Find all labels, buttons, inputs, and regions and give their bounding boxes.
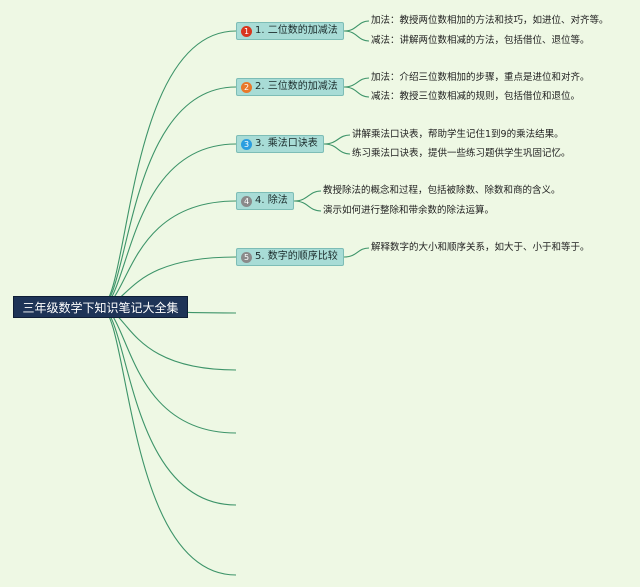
sub-line-1-2 [343,30,370,42]
topic-label: 2. 三位数的加减法 [255,81,338,92]
subtopic-1-1[interactable]: 加法：教授两位数相加的方法和技巧，如进位、对齐等。 [371,15,609,26]
branch-line-1 [99,30,237,308]
subtopic-5-1[interactable]: 解释数字的大小和顺序关系，如大于、小于和等于。 [371,242,590,253]
sub-line-3-1 [323,134,351,145]
sub-line-1-1 [343,20,370,32]
topic-1[interactable]: 1 1. 二位数的加减法 [236,22,344,40]
subtopic-4-1[interactable]: 教授除法的概念和过程，包括被除数、除数和商的含义。 [323,185,561,196]
sub-line-2-2 [343,86,370,98]
topic-number-icon: 5 [241,251,252,263]
branch-line-9 [99,306,237,506]
topic-4[interactable]: 4 4. 除法 [236,192,294,210]
sub-line-2-1 [343,77,370,88]
branch-line-3 [99,143,237,308]
branch-line-8 [99,306,237,434]
topic-number-icon: 1 [241,25,252,37]
subtopic-3-2[interactable]: 练习乘法口诀表，提供一些练习题供学生巩固记忆。 [352,148,571,159]
topic-2[interactable]: 2 2. 三位数的加减法 [236,78,344,96]
sub-line-5-1 [343,247,370,258]
sub-line-3-2 [323,143,351,155]
sub-line-4-2 [293,200,322,212]
sub-line-4-1 [293,190,322,202]
topic-label: 3. 乘法口诀表 [255,138,318,149]
topic-label: 1. 二位数的加减法 [255,25,338,36]
subtopic-4-2[interactable]: 演示如何进行整除和带余数的除法运算。 [323,205,495,216]
topic-5[interactable]: 5 5. 数字的顺序比较 [236,248,344,266]
topic-number-icon: 2 [241,81,252,93]
topic-3[interactable]: 3 3. 乘法口诀表 [236,135,324,153]
subtopic-2-1[interactable]: 加法：介绍三位数相加的步骤，重点是进位和对齐。 [371,72,590,83]
topic-number-icon: 4 [241,195,252,207]
subtopic-1-2[interactable]: 减法：讲解两位数相减的方法，包括借位、退位等。 [371,35,590,46]
topic-label: 5. 数字的顺序比较 [255,251,338,262]
subtopic-2-2[interactable]: 减法：教授三位数相减的规则，包括借位和退位。 [371,91,581,102]
topic-label: 4. 除法 [255,195,288,206]
root-topic[interactable]: 三年级数学下知识笔记大全集 [13,296,188,318]
subtopic-3-1[interactable]: 讲解乘法口诀表，帮助学生记住1到9的乘法结果。 [352,129,564,140]
branch-line-10 [99,306,237,576]
root-label: 三年级数学下知识笔记大全集 [22,301,179,315]
topic-number-icon: 3 [241,138,252,150]
